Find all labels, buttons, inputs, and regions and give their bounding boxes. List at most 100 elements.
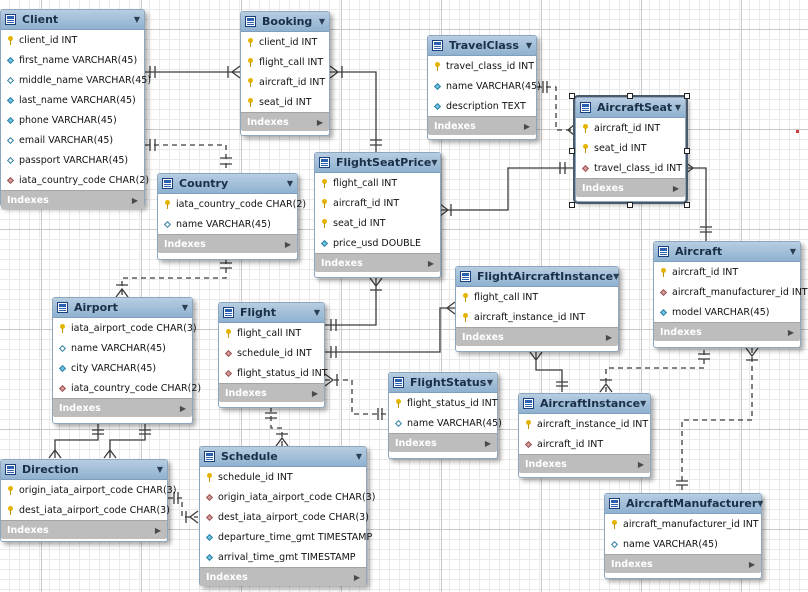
column-row[interactable]: name VARCHAR(45) [428, 76, 541, 96]
indexes-bar[interactable]: Indexes ▶ [1, 520, 167, 539]
indexes-bar[interactable]: Indexes ▶ [576, 178, 685, 197]
entity-header[interactable]: Flight ▼ [219, 303, 324, 323]
entity-direction[interactable]: Direction ▼ origin_iata_airport_code CHA… [0, 459, 176, 542]
collapse-icon[interactable]: ▼ [613, 272, 620, 281]
column-row[interactable]: aircraft_manufacturer_id INT [605, 514, 761, 534]
entity-header[interactable]: Country ▼ [158, 174, 297, 194]
collapse-icon[interactable]: ▼ [757, 499, 764, 508]
indexes-bar[interactable]: Indexes ▶ [456, 327, 618, 346]
column-row[interactable]: aircraft_id INT [315, 193, 440, 213]
column-row[interactable]: aircraft_id INT [519, 434, 650, 454]
entity-booking[interactable]: Booking ▼ client_id INT flight_call INT … [240, 11, 330, 136]
column-row[interactable]: dest_iata_airport_code CHAR(3) [1, 500, 170, 520]
column-row[interactable]: departure_time_gmt TIMESTAMP [200, 527, 372, 547]
relationship-line[interactable] [330, 71, 377, 152]
collapse-icon[interactable]: ▼ [640, 399, 647, 408]
relationship-line[interactable] [605, 348, 705, 392]
entity-header[interactable]: AircraftInstance ▼ [519, 394, 650, 414]
indexes-bar[interactable]: Indexes ▶ [519, 454, 650, 473]
collapse-icon[interactable]: ▼ [286, 179, 293, 188]
entity-header[interactable]: AircraftSeat ▼ [576, 98, 685, 118]
column-row[interactable]: aircraft_manufacturer_id INT [654, 282, 808, 302]
resize-handle[interactable] [684, 93, 690, 99]
expand-arrow-icon[interactable]: ▶ [284, 239, 291, 249]
column-row[interactable]: client_id INT [241, 32, 329, 52]
column-row[interactable]: aircraft_instance_id INT [519, 414, 650, 434]
expand-arrow-icon[interactable]: ▶ [748, 559, 755, 569]
column-row[interactable]: first_name VARCHAR(45) [1, 50, 144, 70]
indexes-bar[interactable]: Indexes ▶ [53, 398, 192, 417]
relationship-line[interactable] [325, 278, 377, 326]
expand-arrow-icon[interactable]: ▶ [484, 438, 491, 448]
column-row[interactable]: city VARCHAR(45) [53, 358, 192, 378]
entity-flight[interactable]: Flight ▼ flight_call INT schedule_id INT… [218, 302, 328, 408]
entity-header[interactable]: FlightStatus ▼ [389, 373, 497, 393]
expand-arrow-icon[interactable]: ▶ [523, 121, 530, 131]
column-row[interactable]: name VARCHAR(45) [389, 413, 502, 433]
collapse-icon[interactable]: ▼ [486, 378, 493, 387]
column-row[interactable]: flight_status_id INT [389, 393, 498, 413]
column-row[interactable]: iata_country_code CHAR(2) [1, 170, 149, 190]
entity-airport[interactable]: Airport ▼ iata_airport_code CHAR(3) name… [52, 297, 201, 424]
relationship-line[interactable] [681, 348, 753, 492]
collapse-icon[interactable]: ▼ [525, 41, 532, 50]
column-row[interactable]: dest_iata_airport_code CHAR(3) [200, 507, 369, 527]
entity-country[interactable]: Country ▼ iata_country_code CHAR(2) name… [157, 173, 306, 260]
expand-arrow-icon[interactable]: ▶ [353, 572, 360, 582]
column-row[interactable]: schedule_id INT [200, 467, 366, 487]
indexes-bar[interactable]: Indexes ▶ [1, 190, 144, 209]
collapse-icon[interactable]: ▼ [318, 17, 325, 26]
entity-travelclass[interactable]: TravelClass ▼ travel_class_id INT name V… [427, 35, 541, 140]
indexes-bar[interactable]: Indexes ▶ [605, 554, 761, 573]
collapse-icon[interactable]: ▼ [181, 303, 188, 312]
relationship-line[interactable] [54, 424, 99, 458]
indexes-bar[interactable]: Indexes ▶ [654, 322, 800, 341]
collapse-icon[interactable]: ▼ [313, 308, 320, 317]
column-row[interactable]: middle_name VARCHAR(45) [1, 70, 151, 90]
collapse-icon[interactable]: ▼ [133, 15, 140, 24]
column-row[interactable]: aircraft_id INT [576, 118, 685, 138]
resize-handle[interactable] [627, 202, 633, 208]
column-row[interactable]: description TEXT [428, 96, 536, 116]
column-row[interactable]: aircraft_id INT [241, 72, 329, 92]
resize-handle[interactable] [627, 93, 633, 99]
entity-header[interactable]: Airport ▼ [53, 298, 192, 318]
entity-header[interactable]: Direction ▼ [1, 460, 167, 480]
expand-arrow-icon[interactable]: ▶ [672, 183, 679, 193]
expand-arrow-icon[interactable]: ▶ [179, 403, 186, 413]
indexes-bar[interactable]: Indexes ▶ [158, 234, 297, 253]
column-row[interactable]: iata_country_code CHAR(2) [53, 378, 201, 398]
column-row[interactable]: travel_class_id INT [576, 158, 685, 178]
expand-arrow-icon[interactable]: ▶ [787, 327, 794, 337]
column-row[interactable]: flight_call INT [456, 287, 618, 307]
indexes-bar[interactable]: Indexes ▶ [315, 253, 440, 272]
column-row[interactable]: arrival_time_gmt TIMESTAMP [200, 547, 366, 567]
column-row[interactable]: flight_status_id INT [219, 363, 328, 383]
indexes-bar[interactable]: Indexes ▶ [200, 567, 366, 586]
expand-arrow-icon[interactable]: ▶ [154, 525, 161, 535]
collapse-icon[interactable]: ▼ [431, 158, 438, 167]
collapse-icon[interactable]: ▼ [355, 452, 362, 461]
column-row[interactable]: origin_iata_airport_code CHAR(3) [1, 480, 176, 500]
entity-header[interactable]: Schedule ▼ [200, 447, 366, 467]
column-row[interactable]: aircraft_id INT [654, 262, 800, 282]
column-row[interactable]: travel_class_id INT [428, 56, 536, 76]
resize-handle[interactable] [569, 202, 575, 208]
resize-handle[interactable] [569, 148, 575, 154]
relationship-line[interactable] [109, 424, 146, 458]
relationship-line[interactable] [440, 167, 575, 211]
entity-aircraftmanufacturer[interactable]: AircraftManufacturer ▼ aircraft_manufact… [604, 493, 764, 579]
entity-header[interactable]: Aircraft ▼ [654, 242, 800, 262]
expand-arrow-icon[interactable]: ▶ [427, 258, 434, 268]
column-row[interactable]: phone VARCHAR(45) [1, 110, 144, 130]
column-row[interactable]: flight_call INT [241, 52, 329, 72]
column-row[interactable]: flight_call INT [219, 323, 324, 343]
relationship-line[interactable] [121, 259, 227, 297]
column-row[interactable]: name VARCHAR(45) [605, 534, 761, 554]
column-row[interactable]: model VARCHAR(45) [654, 302, 800, 322]
column-row[interactable]: iata_airport_code CHAR(3) [53, 318, 197, 338]
resize-handle[interactable] [684, 148, 690, 154]
entity-header[interactable]: TravelClass ▼ [428, 36, 536, 56]
entity-header[interactable]: AircraftManufacturer ▼ [605, 494, 764, 514]
expand-arrow-icon[interactable]: ▶ [637, 459, 644, 469]
